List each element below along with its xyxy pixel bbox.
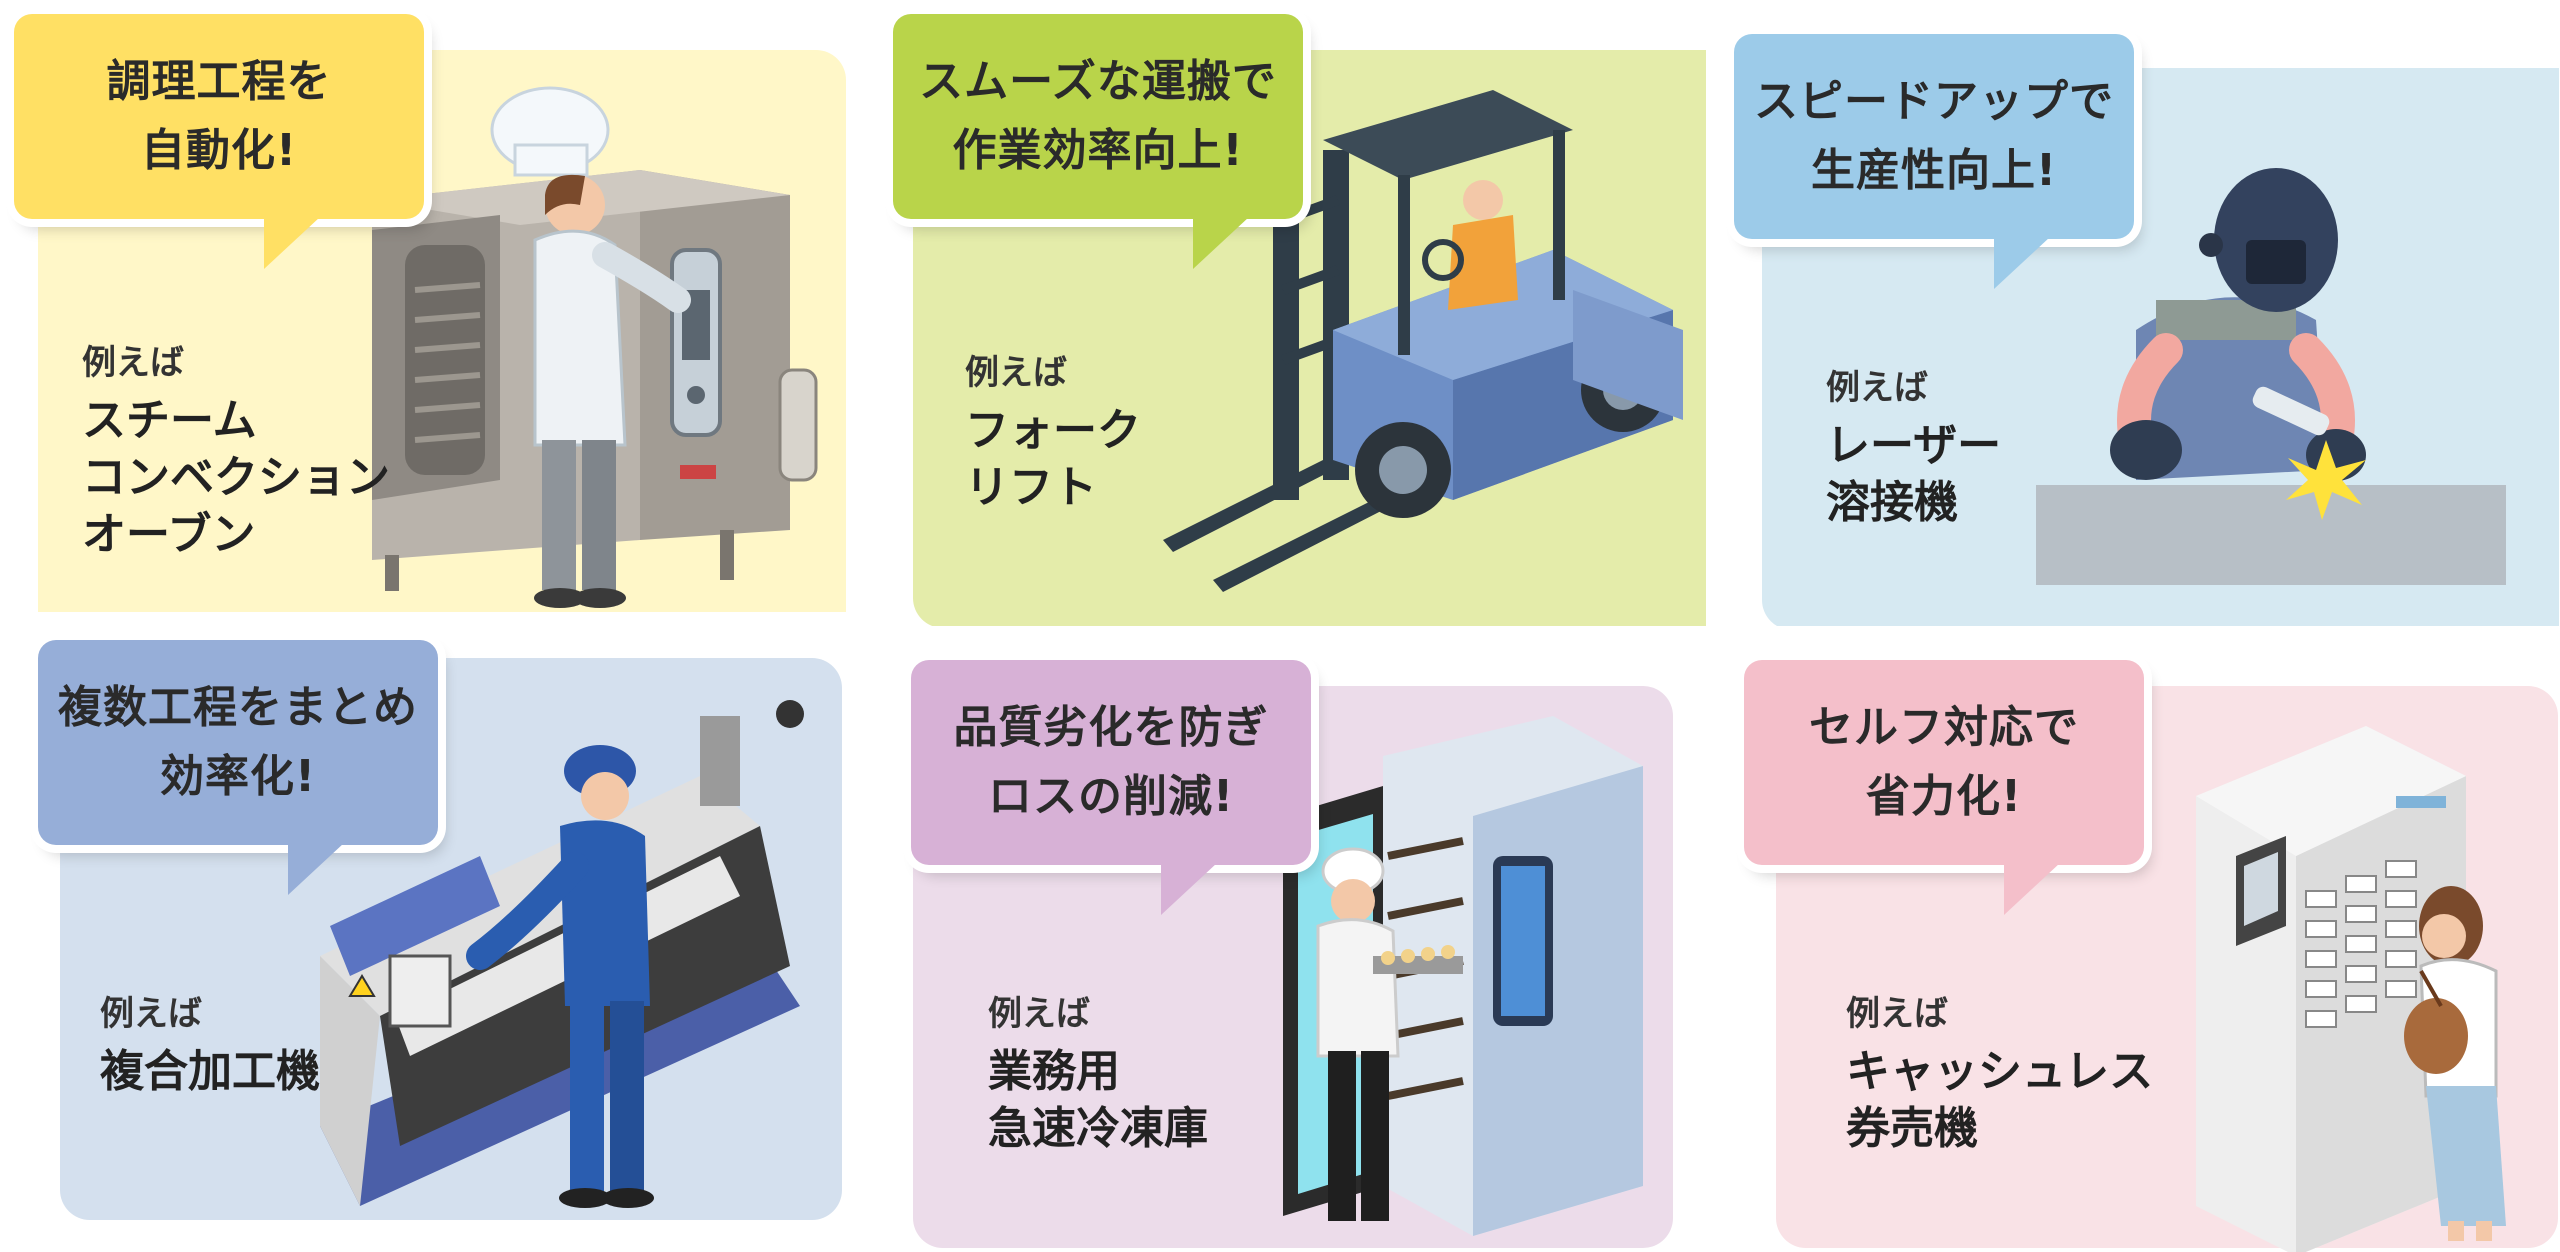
headline-bubble: 品質劣化を防ぎ ロスの削減! <box>911 660 1311 915</box>
headline-line-1: 品質劣化を防ぎ <box>953 702 1269 754</box>
card-multitasking-machine: 複数工程をまとめ 効率化! 例えば 複合加工機 <box>0 626 853 1252</box>
multitasking-machine-icon <box>320 700 804 1208</box>
bubble-tail <box>288 843 344 895</box>
equipment-name-line-1: スチーム <box>82 395 257 446</box>
equipment-name-line-2: 急速冷凍庫 <box>988 1103 1208 1155</box>
example-lead: 例えば <box>100 994 202 1034</box>
headline-line-2: 効率化! <box>159 750 317 802</box>
bubble-tail <box>1994 237 2050 289</box>
card-blast-freezer: 品質劣化を防ぎ ロスの削減! 例えば 業務用 急速冷凍庫 <box>853 626 1706 1252</box>
card-forklift: スムーズな運搬で 作業効率向上! 例えば フォーク リフト <box>853 0 1706 626</box>
equipment-name-line-1: レーザー <box>1826 420 2002 471</box>
equipment-name-line-1: 複合加工機 <box>100 1046 320 1097</box>
headline-bubble: スピードアップで 生産性向上! <box>1734 34 2134 289</box>
forklift-icon <box>1163 90 1683 592</box>
example-block: 例えば レーザー 溶接機 <box>1826 360 2001 531</box>
example-lead: 例えば <box>1826 368 1928 408</box>
headline-bubble: 複数工程をまとめ 効率化! <box>38 640 438 895</box>
steam-convection-oven-icon <box>372 86 818 608</box>
blast-freezer-icon <box>1283 716 1643 1236</box>
bubble-tail <box>1193 217 1249 269</box>
ticket-machine-icon <box>2196 726 2506 1252</box>
example-block: 例えば スチーム コンベクション オーブン <box>82 335 390 564</box>
equipment-name-line-3: オーブン <box>82 509 256 561</box>
headline-line-1: スピードアップで <box>1754 76 2114 128</box>
equipment-name-line-2: 溶接機 <box>1826 477 1958 529</box>
headline-line-1: セルフ対応で <box>1809 702 2079 754</box>
headline-bubble: 調理工程を 自動化! <box>14 14 424 269</box>
card-steam-oven: 調理工程を 自動化! 例えば スチーム コンベクション オーブン <box>0 0 853 626</box>
equipment-name-line-1: キャッシュレス <box>1846 1046 2154 1097</box>
example-block: 例えば 業務用 急速冷凍庫 <box>988 986 1208 1157</box>
bubble-tail <box>264 217 320 269</box>
headline-line-2: 生産性向上! <box>1810 144 2058 196</box>
laser-welder-icon <box>2036 168 2506 585</box>
headline-line-2: 自動化! <box>140 124 298 176</box>
headline-line-2: 作業効率向上! <box>952 124 1244 176</box>
example-lead: 例えば <box>965 353 1067 393</box>
example-lead: 例えば <box>82 343 184 383</box>
card-laser-welder: スピードアップで 生産性向上! 例えば レーザー 溶接機 <box>1706 0 2559 626</box>
example-lead: 例えば <box>988 994 1090 1034</box>
equipment-name-line-2: 券売機 <box>1846 1103 1978 1155</box>
headline-line-1: スムーズな運搬で <box>919 56 1277 108</box>
equipment-name-line-1: 業務用 <box>988 1046 1120 1097</box>
equipment-name-line-1: フォーク <box>965 405 1141 456</box>
equipment-name-line-2: コンベクション <box>82 452 390 504</box>
headline-line-2: ロスの削減! <box>987 770 1235 822</box>
bubble-tail <box>2004 863 2060 915</box>
example-block: 例えば フォーク リフト <box>965 345 1141 516</box>
headline-line-1: 複数工程をまとめ <box>58 682 418 734</box>
equipment-name-line-2: リフト <box>965 462 1097 514</box>
headline-bubble: セルフ対応で 省力化! <box>1744 660 2144 915</box>
headline-line-2: 省力化! <box>1865 770 2023 822</box>
bubble-tail <box>1161 863 1217 915</box>
headline-line-1: 調理工程を <box>106 56 332 108</box>
headline-bubble: スムーズな運搬で 作業効率向上! <box>893 14 1303 269</box>
example-block: 例えば キャッシュレス 券売機 <box>1846 986 2153 1157</box>
example-lead: 例えば <box>1846 994 1948 1034</box>
card-ticket-machine: セルフ対応で 省力化! 例えば キャッシュレス 券売機 <box>1706 626 2559 1252</box>
example-block: 例えば 複合加工機 <box>100 986 320 1100</box>
